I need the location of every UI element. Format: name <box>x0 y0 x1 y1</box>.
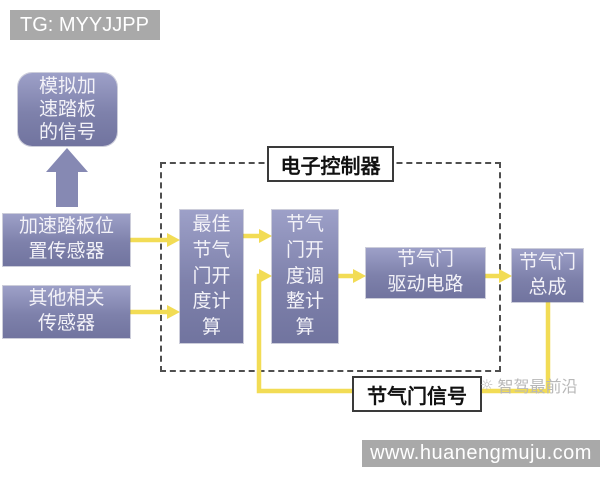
throttle-opening-adjust-calc-box: 节气 门开 度调 整计 算 <box>272 210 338 343</box>
analog-pedal-signal-box: 模拟加 速踏板 的信号 <box>18 73 117 146</box>
url-text: www.huanengmuju.com <box>370 442 592 464</box>
watermark: ☼ 智驾最前沿 <box>480 374 595 396</box>
optimal-throttle-opening-calc-box: 最佳 节气 门开 度计 算 <box>180 210 243 343</box>
sun-face-icon: ☼ <box>480 376 494 394</box>
up-arrow <box>46 148 88 207</box>
url-bar: www.huanengmuju.com <box>362 440 600 467</box>
ecu-title-label: 电子控制器 <box>267 146 394 182</box>
throttle-drive-circuit-box: 节气门 驱动电路 <box>366 248 485 298</box>
watermark-text: 智驾最前沿 <box>497 377 578 396</box>
pedal-position-sensor-box: 加速踏板位 置传感器 <box>3 214 130 266</box>
tag-bar: TG: MYYJJPP <box>10 10 160 40</box>
throttle-assembly-box: 节气门 总成 <box>512 249 583 302</box>
throttle-signal-label: 节气门信号 <box>352 376 482 412</box>
other-sensors-box: 其他相关 传感器 <box>3 286 130 338</box>
tag-text: TG: MYYJJPP <box>20 13 149 36</box>
